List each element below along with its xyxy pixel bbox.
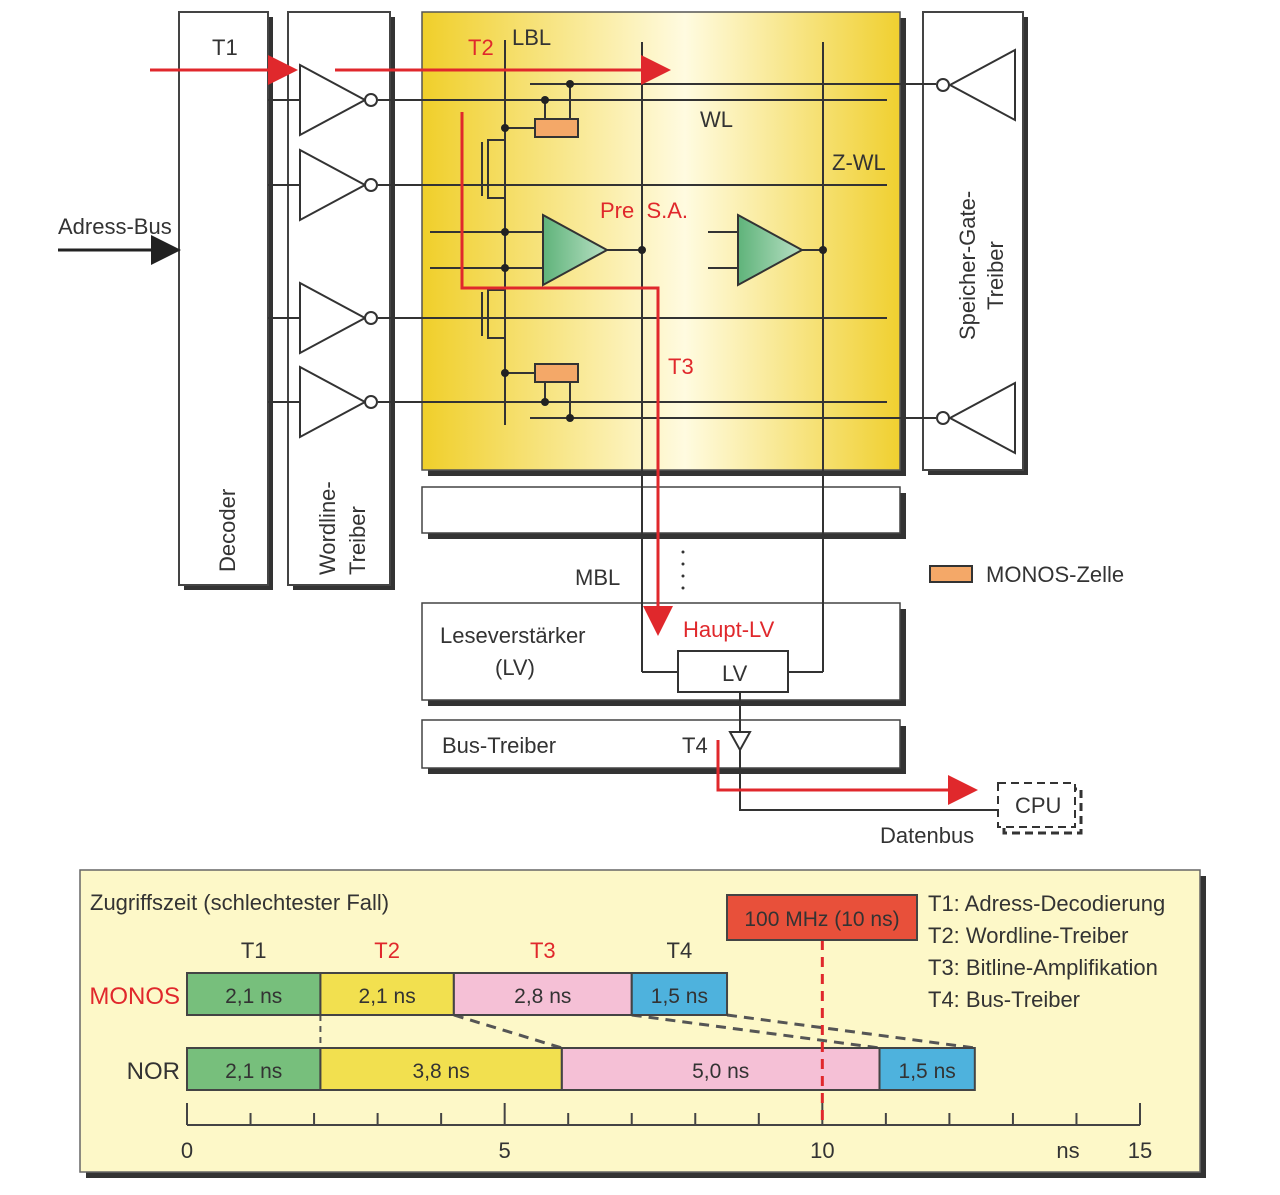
legend-item: T2: Wordline-Treiber [928,923,1129,948]
sense-amplifier-block [421,602,901,701]
x-tick-label: 10 [810,1138,834,1163]
bar-nor-t4 [878,1047,976,1091]
wordline-driver-label-2: Treiber [345,506,370,575]
frequency-marker-label: 100 MHz (10 ns) [744,908,899,931]
legend-monos-cell-label: MONOS-Zelle [986,562,1124,587]
bar-nor-t2 [319,1047,563,1091]
x-tick-label: 0 [181,1138,193,1163]
series-label-nor: NOR [127,1058,180,1085]
gate-driver-label-1: Speicher-Gate- [955,191,980,340]
mbl-label: MBL [575,565,620,590]
chart-title: Zugriffszeit (schlechtester Fall) [90,890,389,915]
bar-nor-t3 [560,1047,881,1091]
array-block-lower [421,486,901,534]
bar-value-label: 2,1 ns [225,1060,282,1083]
frequency-marker-box [726,894,918,941]
legend-item: T3: Bitline-Amplifikation [928,955,1158,980]
bar-nor-t1 [186,1047,322,1091]
gate-driver-label-2: Treiber [983,241,1008,310]
bar-value-label: 2,1 ns [359,985,416,1008]
lbl-label: LBL [512,25,551,50]
t3-label: T3 [668,354,694,379]
legend-item: T1: Adress-Decodierung [928,891,1165,916]
pre-sa-label: Pre S.A. [600,198,688,223]
legend-monos-cell-swatch [929,565,973,583]
x-axis-unit-label: ns [1056,1138,1079,1163]
t1-label: T1 [212,35,238,60]
series-label-monos: MONOS [89,983,180,1010]
bar-value-label: 2,1 ns [225,985,282,1008]
x-tick-label: 15 [1128,1138,1152,1163]
sense-amplifier-icon [737,213,805,287]
cpu-box [997,782,1076,828]
zwl-label: Z-WL [832,150,886,175]
ellipsis-dots [681,550,685,590]
sense-amp-label-1: Leseverstärker [440,623,586,648]
main-sa-label: Haupt-LV [683,617,775,642]
bar-monos-t4 [630,972,729,1016]
monos-cell [534,118,579,138]
bar-value-label: 1,5 ns [651,985,708,1008]
bar-value-label: 5,0 ns [692,1060,749,1083]
phase-header-t2: T2 [374,938,400,963]
decoder-label: Decoder [215,489,240,572]
x-tick-label: 5 [499,1138,511,1163]
sense-amp-label-2: (LV) [495,655,535,680]
bar-value-label: 3,8 ns [413,1060,470,1083]
timing-paths [150,55,978,805]
junction-dots [501,80,827,422]
wordline-driver-label-1: Wordline- [315,481,340,575]
t2-label: T2 [468,35,494,60]
bar-value-label: 2,8 ns [514,985,571,1008]
phase-connector [726,1013,976,1050]
bus-driver-label: Bus-Treiber [442,733,556,758]
monos-cell [534,363,579,383]
pre-sense-amplifier-icon [542,213,610,287]
lv-label: LV [722,661,748,686]
address-bus-label: Adress-Bus [58,214,172,239]
legend-item: T4: Bus-Treiber [928,987,1080,1012]
decoder-block: Decoder [178,11,273,590]
data-bus-label: Datenbus [880,823,974,848]
phase-connector [453,1013,563,1050]
wordline-driver-block: Wordline- Treiber [287,11,395,590]
phase-header-t4: T4 [667,938,693,963]
inverter-icons [299,48,1016,753]
phase-header-t3: T3 [530,938,556,963]
cpu-label: CPU [1015,793,1061,818]
wl-label: WL [700,107,733,132]
phase-connector [631,1013,880,1050]
memory-array [421,11,906,476]
phase-header-t1: T1 [241,938,267,963]
bar-value-label: 1,5 ns [899,1060,956,1083]
main-sense-amp-lv-box [677,650,789,693]
bar-monos-t1 [186,972,322,1016]
t4-label: T4 [682,733,708,758]
bus-driver-block [421,719,901,769]
